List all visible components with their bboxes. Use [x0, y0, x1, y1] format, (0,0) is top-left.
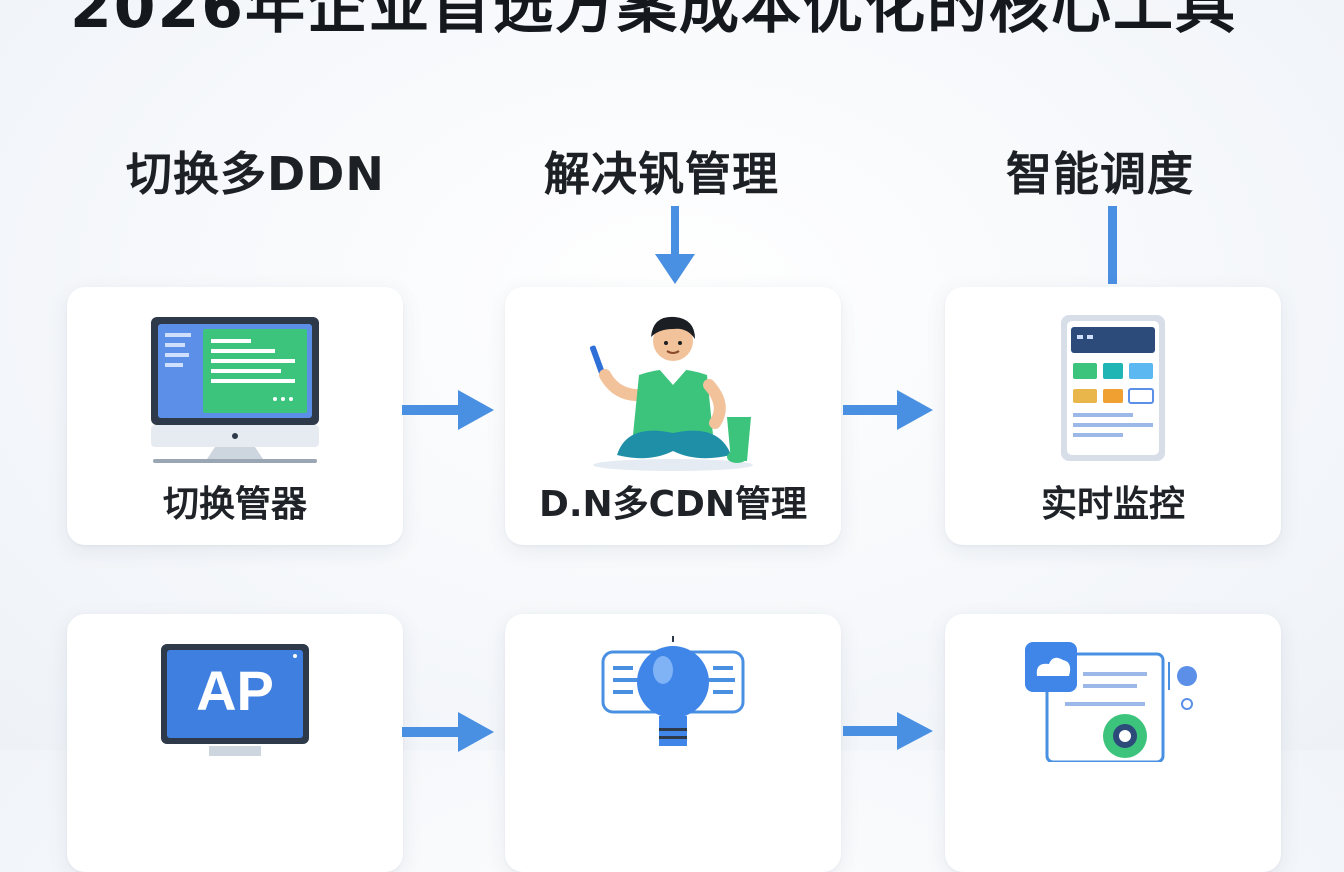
card-switch-manager[interactable]: 切换管器 [67, 287, 403, 545]
right-arrow-icon [402, 390, 494, 430]
right-arrow-icon [843, 390, 933, 430]
api-monitor-icon [161, 644, 309, 756]
person-illustration [589, 316, 753, 471]
card-multi-cdn[interactable]: D.N多CDN管理 [505, 287, 841, 545]
monitor-icon [151, 317, 319, 463]
card-cloud-document[interactable] [945, 614, 1281, 872]
column-label-3: 智能调度 [1006, 147, 1194, 201]
page-title: 2026年企业首选方案成本优化的核心工具 [70, 0, 1237, 42]
cloud-document-icon [1025, 642, 1197, 762]
card-api[interactable]: AP [67, 614, 403, 872]
connector-line [1108, 206, 1117, 284]
card-lightbulb[interactable] [505, 614, 841, 872]
column-label-2: 解决钒管理 [544, 147, 779, 201]
card-realtime-monitor[interactable]: 实时监控 [945, 287, 1281, 545]
lightbulb-icon [601, 636, 745, 746]
down-arrow-icon [655, 206, 695, 284]
tablet-dashboard-icon [1061, 315, 1165, 461]
card-label: 切换管器 [162, 484, 307, 525]
api-screen-text: AP [196, 659, 274, 722]
right-arrow-icon [402, 712, 494, 752]
right-arrow-icon [843, 712, 933, 750]
column-label-1: 切换多DDN [126, 147, 385, 201]
card-label: 实时监控 [1040, 484, 1185, 525]
card-label: D.N多CDN管理 [538, 484, 808, 525]
